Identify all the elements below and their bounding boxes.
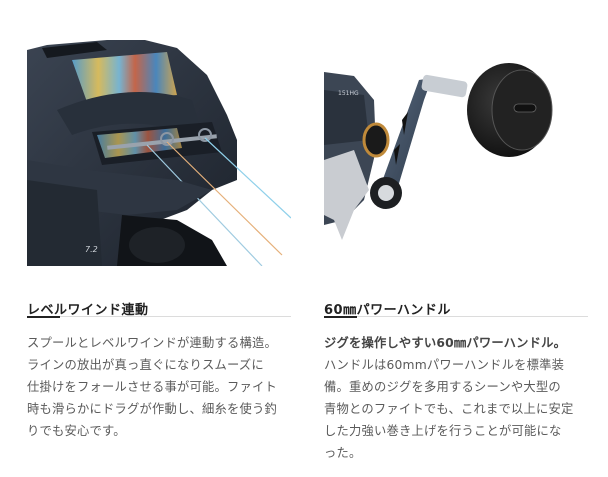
description-line: りでも安心です。: [27, 424, 126, 438]
svg-text:151HG: 151HG: [338, 90, 359, 97]
svg-text:7.2: 7.2: [85, 245, 98, 254]
reel-power-handle-photo-icon: 151HG: [324, 40, 588, 266]
title-divider: [27, 315, 291, 318]
level-wind-photo: 7.2: [27, 40, 291, 266]
description-line: 仕掛けをフォールさせる事が可能。ファイト: [27, 380, 277, 394]
divider-accent: [324, 315, 357, 318]
description-lead: ジグを操作しやすい60㎜パワーハンドル。: [324, 336, 567, 350]
description-line: スプールとレベルワインドが連動する構造。: [27, 336, 277, 350]
feature-description: ジグを操作しやすい60㎜パワーハンドル。 ハンドルは60mmパワーハンドルを標準…: [324, 332, 594, 464]
feature-title: レベルワインド連動: [27, 302, 149, 318]
power-handle-photo: 151HG: [324, 40, 588, 266]
description-line: ラインの放出が真っ直ぐになりスムーズに: [27, 358, 264, 372]
description-line: した力強い巻き上げを行うことが可能にな: [324, 424, 562, 438]
divider-accent: [27, 315, 60, 318]
title-divider: [324, 315, 588, 318]
description-line: った。: [324, 446, 362, 460]
feature-description: スプールとレベルワインドが連動する構造。 ラインの放出が真っ直ぐになりスムーズに…: [27, 332, 297, 442]
feature-title: 60㎜パワーハンドル: [324, 302, 451, 318]
description-line: 時も滑らかにドラグが作動し、細糸を使う釣: [27, 402, 277, 416]
description-line: ハンドルは60mmパワーハンドルを標準装: [324, 358, 565, 372]
description-line: 青物とのファイトでも、これまで以上に安定: [324, 402, 574, 416]
description-line: 備。重めのジグを多用するシーンや大型の: [324, 380, 561, 394]
reel-level-wind-photo-icon: 7.2: [27, 40, 291, 266]
